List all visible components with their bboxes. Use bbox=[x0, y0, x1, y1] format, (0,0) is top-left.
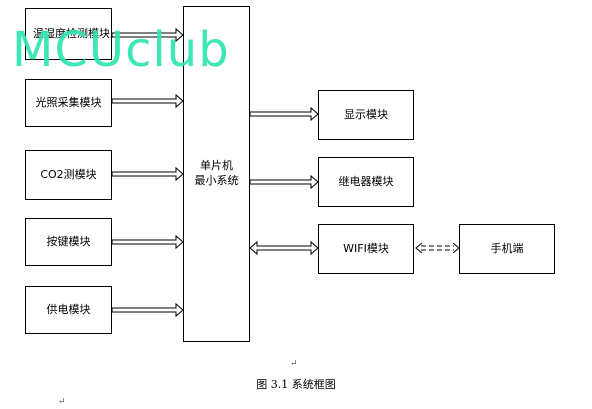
module-co2: CO2测模块 bbox=[25, 150, 112, 200]
arrow-temp-to-mcu bbox=[111, 27, 184, 43]
module-display-label: 显示模块 bbox=[344, 107, 388, 121]
mcu-minimum-system: 单片机 最小系统 bbox=[183, 6, 250, 342]
paragraph-mark-bottom: ↵ bbox=[58, 397, 66, 407]
mcu-label-line2: 最小系统 bbox=[194, 174, 239, 187]
module-power-label: 供电模块 bbox=[46, 302, 91, 316]
figure-caption: 图 3.1 系统框图 bbox=[256, 378, 336, 391]
paragraph-mark-top: ↵ bbox=[290, 359, 298, 369]
module-wifi: WIFI模块 bbox=[318, 224, 414, 274]
arrow-co2-to-mcu bbox=[111, 166, 184, 182]
module-power: 供电模块 bbox=[25, 286, 112, 334]
arrow-mcu-to-display bbox=[249, 106, 319, 122]
module-key-label: 按键模块 bbox=[46, 234, 91, 248]
phone-terminal: 手机端 bbox=[459, 224, 555, 274]
arrow-key-to-mcu bbox=[111, 234, 184, 250]
module-temp-humidity-label: 温湿度检测模块 bbox=[33, 26, 110, 40]
module-light: 光照采集模块 bbox=[25, 79, 112, 127]
module-temp-humidity: 温湿度检测模块 bbox=[25, 8, 112, 60]
module-display: 显示模块 bbox=[318, 90, 414, 140]
arrow-mcu-wifi-bidirectional bbox=[249, 240, 319, 256]
arrow-light-to-mcu bbox=[111, 93, 184, 109]
module-light-label: 光照采集模块 bbox=[35, 95, 102, 109]
module-co2-label: CO2测模块 bbox=[40, 167, 97, 181]
dashed-arrowhead-left bbox=[415, 242, 423, 254]
module-key: 按键模块 bbox=[25, 218, 112, 266]
arrow-power-to-mcu bbox=[111, 302, 184, 318]
mcu-label-line1: 单片机 bbox=[200, 159, 233, 173]
module-wifi-label: WIFI模块 bbox=[343, 241, 389, 255]
module-relay: 继电器模块 bbox=[318, 157, 414, 207]
watermark-logo: MCUclub bbox=[12, 22, 230, 78]
module-relay-label: 继电器模块 bbox=[338, 174, 394, 188]
phone-terminal-label: 手机端 bbox=[490, 241, 524, 255]
arrow-mcu-to-relay bbox=[249, 174, 319, 190]
